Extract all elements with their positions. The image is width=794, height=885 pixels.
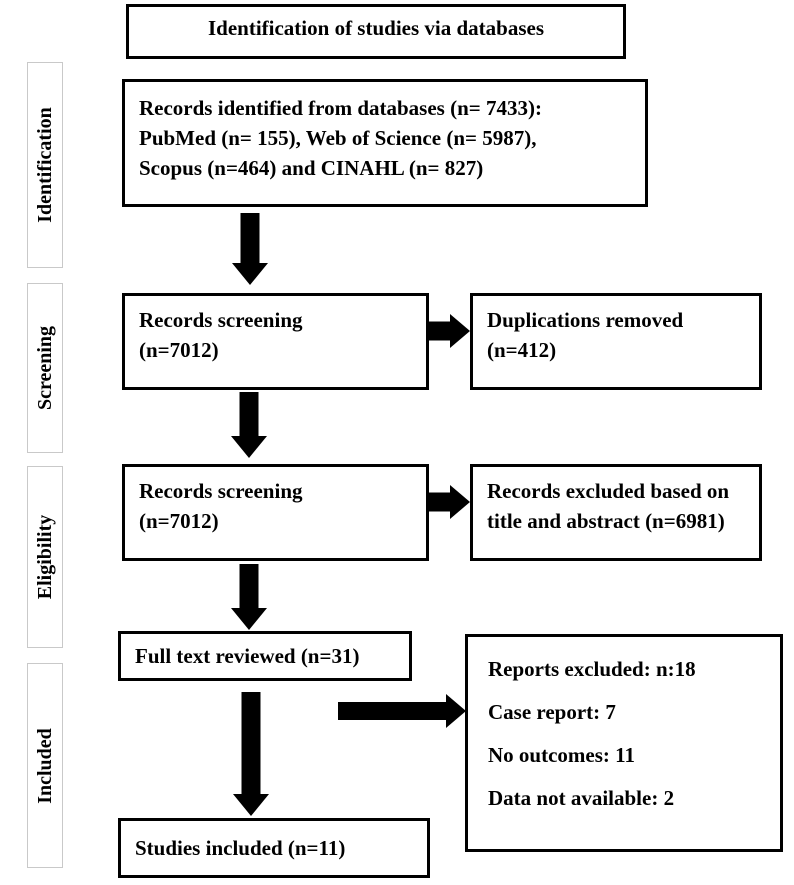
duplications-removed-line-1: Duplications removed: [487, 308, 684, 332]
stage-identification-label: Identification: [34, 107, 56, 223]
records-screening-2-line-2: (n=7012): [139, 508, 219, 533]
duplications-removed-line-2: (n=412): [487, 337, 557, 362]
reports-excluded-line-1: Reports excluded: n:18: [488, 657, 696, 681]
stage-included: Included: [27, 663, 63, 868]
header-box: Identification of studies via databases: [126, 4, 626, 59]
records-screening-1-line-2: (n=7012): [139, 337, 219, 362]
box-duplications-removed: Duplications removed (n=412): [470, 293, 762, 390]
box-full-text-reviewed: Full text reviewed (n=31): [118, 631, 412, 681]
arrow-fulltext-to-reports-excluded: [338, 694, 466, 728]
stage-identification: Identification: [27, 62, 63, 268]
box-studies-included: Studies included (n=11): [118, 818, 430, 878]
arrow-screening-to-eligibility: [228, 392, 270, 458]
arrow-fulltext-to-included: [230, 692, 272, 816]
reports-excluded-line-4: Data not available: 2: [488, 786, 675, 810]
records-screening-1-line-1: Records screening: [139, 308, 303, 332]
stage-screening: Screening: [27, 283, 63, 453]
full-text-reviewed-line-1: Full text reviewed (n=31): [135, 644, 360, 668]
records-identified-line-2: PubMed (n= 155), Web of Science (n= 5987…: [139, 125, 537, 150]
records-screening-2-line-1: Records screening: [139, 479, 303, 503]
stage-eligibility: Eligibility: [27, 466, 63, 648]
records-identified-line-1: Records identified from databases (n= 74…: [139, 96, 542, 120]
reports-excluded-line-3: No outcomes: 11: [488, 743, 635, 767]
records-excluded-line-1: Records excluded based on: [487, 479, 730, 503]
reports-excluded-line-2: Case report: 7: [488, 700, 616, 724]
box-records-identified: Records identified from databases (n= 74…: [122, 79, 648, 207]
stage-screening-label: Screening: [34, 325, 57, 411]
stage-included-label: Included: [34, 727, 56, 804]
records-excluded-line-2: title and abstract (n=6981): [487, 508, 725, 533]
records-identified-line-3: Scopus (n=464) and CINAHL (n= 827): [139, 155, 484, 180]
studies-included-line-1: Studies included (n=11): [135, 836, 346, 860]
box-records-excluded: Records excluded based on title and abst…: [470, 464, 762, 561]
arrow-screening2-to-excluded: [428, 485, 470, 519]
arrow-eligibility-to-fulltext: [228, 564, 270, 630]
box-records-screening-1: Records screening (n=7012): [122, 293, 429, 390]
arrow-screening-to-duplications: [428, 314, 470, 348]
arrow-identified-to-screening: [230, 213, 270, 285]
stage-eligibility-label: Eligibility: [34, 514, 56, 600]
box-records-screening-2: Records screening (n=7012): [122, 464, 429, 561]
header-title: Identification of studies via databases: [207, 16, 545, 40]
box-reports-excluded: Reports excluded: n:18 Case report: 7 No…: [465, 634, 783, 852]
